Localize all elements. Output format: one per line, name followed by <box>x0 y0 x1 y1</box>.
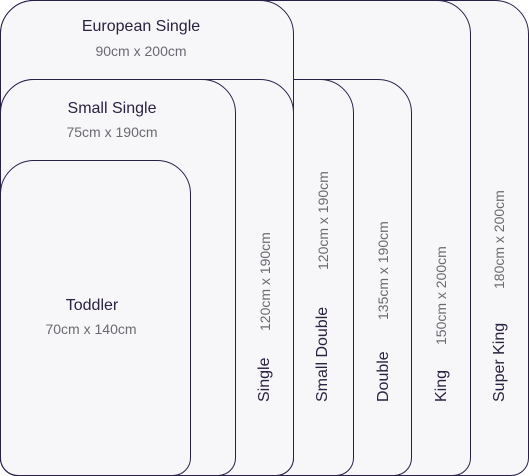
king-size: 150cm x 200cm <box>433 246 449 345</box>
super-king-size: 180cm x 200cm <box>491 190 507 289</box>
small-single-size: 75cm x 190cm <box>66 124 158 140</box>
european-single-size: 90cm x 200cm <box>95 43 187 59</box>
small-double-size: 120cm x 190cm <box>315 171 331 270</box>
small-double-name: Small Double <box>314 306 331 402</box>
double-name: Double <box>375 351 392 402</box>
european-single-name: European Single <box>81 18 201 35</box>
single-size: 120cm x 190cm <box>257 232 273 331</box>
king-name: King <box>433 369 450 402</box>
bed-toddler <box>0 160 191 476</box>
toddler-name: Toddler <box>65 297 119 314</box>
toddler-size: 70cm x 140cm <box>45 321 137 337</box>
small-single-name: Small Single <box>67 100 157 117</box>
double-size: 135cm x 190cm <box>375 221 391 320</box>
super-king-name: Super King <box>491 322 508 402</box>
single-name: Single <box>256 357 273 402</box>
